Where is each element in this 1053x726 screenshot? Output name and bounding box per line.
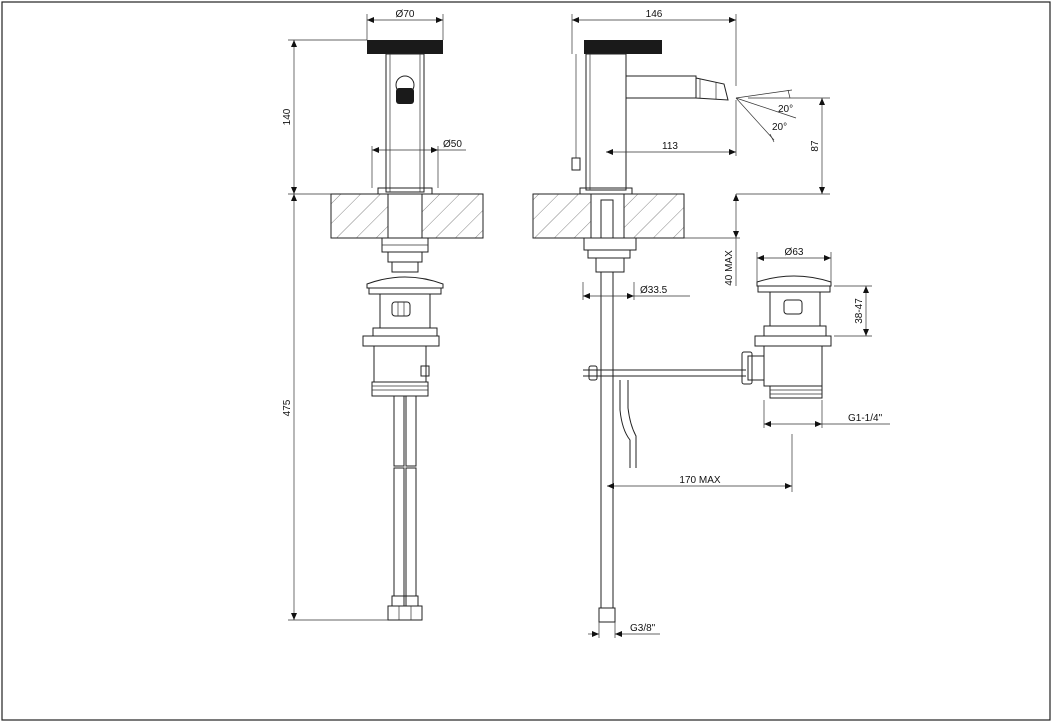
handle-side	[584, 40, 662, 54]
dim-angle-down: 20°	[772, 122, 787, 133]
popup-linkage	[583, 365, 746, 468]
side-view: 146 113 20° 20° 87 40 MAX	[532, 9, 890, 638]
flex-hoses-front	[387, 395, 423, 621]
body-front	[385, 53, 425, 193]
deck-section-left	[330, 193, 389, 239]
dim-diameter-50: Ø50	[443, 139, 462, 150]
dim-diameter-63: Ø63	[785, 247, 804, 258]
dim-reach-113: 113	[662, 141, 678, 152]
waste-side	[741, 275, 832, 399]
dim-thread-g1-1-4: G1-1/4"	[848, 413, 883, 424]
deck-section-right	[532, 193, 592, 239]
popup-knob	[395, 75, 415, 104]
dim-rod-170max: 170 MAX	[679, 475, 720, 486]
dim-height-140: 140	[282, 108, 293, 125]
dim-height-475: 475	[282, 399, 293, 416]
dim-angle-up: 20°	[778, 104, 793, 115]
dim-deck-40max: 40 MAX	[724, 250, 735, 286]
spout	[625, 75, 729, 101]
dim-diameter-70: Ø70	[396, 9, 415, 20]
dim-height-87: 87	[810, 140, 821, 152]
dim-thread-g3-8: G3/8"	[630, 623, 656, 634]
dim-range-38-47: 38-47	[854, 298, 865, 324]
front-view: Ø70 140 475 Ø50	[282, 9, 484, 621]
waste-front	[362, 276, 444, 397]
handle-top	[367, 40, 443, 54]
dim-diameter-33-5: Ø33.5	[640, 285, 668, 296]
dim-reach-146: 146	[646, 9, 663, 20]
deck-section-left2	[421, 193, 484, 239]
